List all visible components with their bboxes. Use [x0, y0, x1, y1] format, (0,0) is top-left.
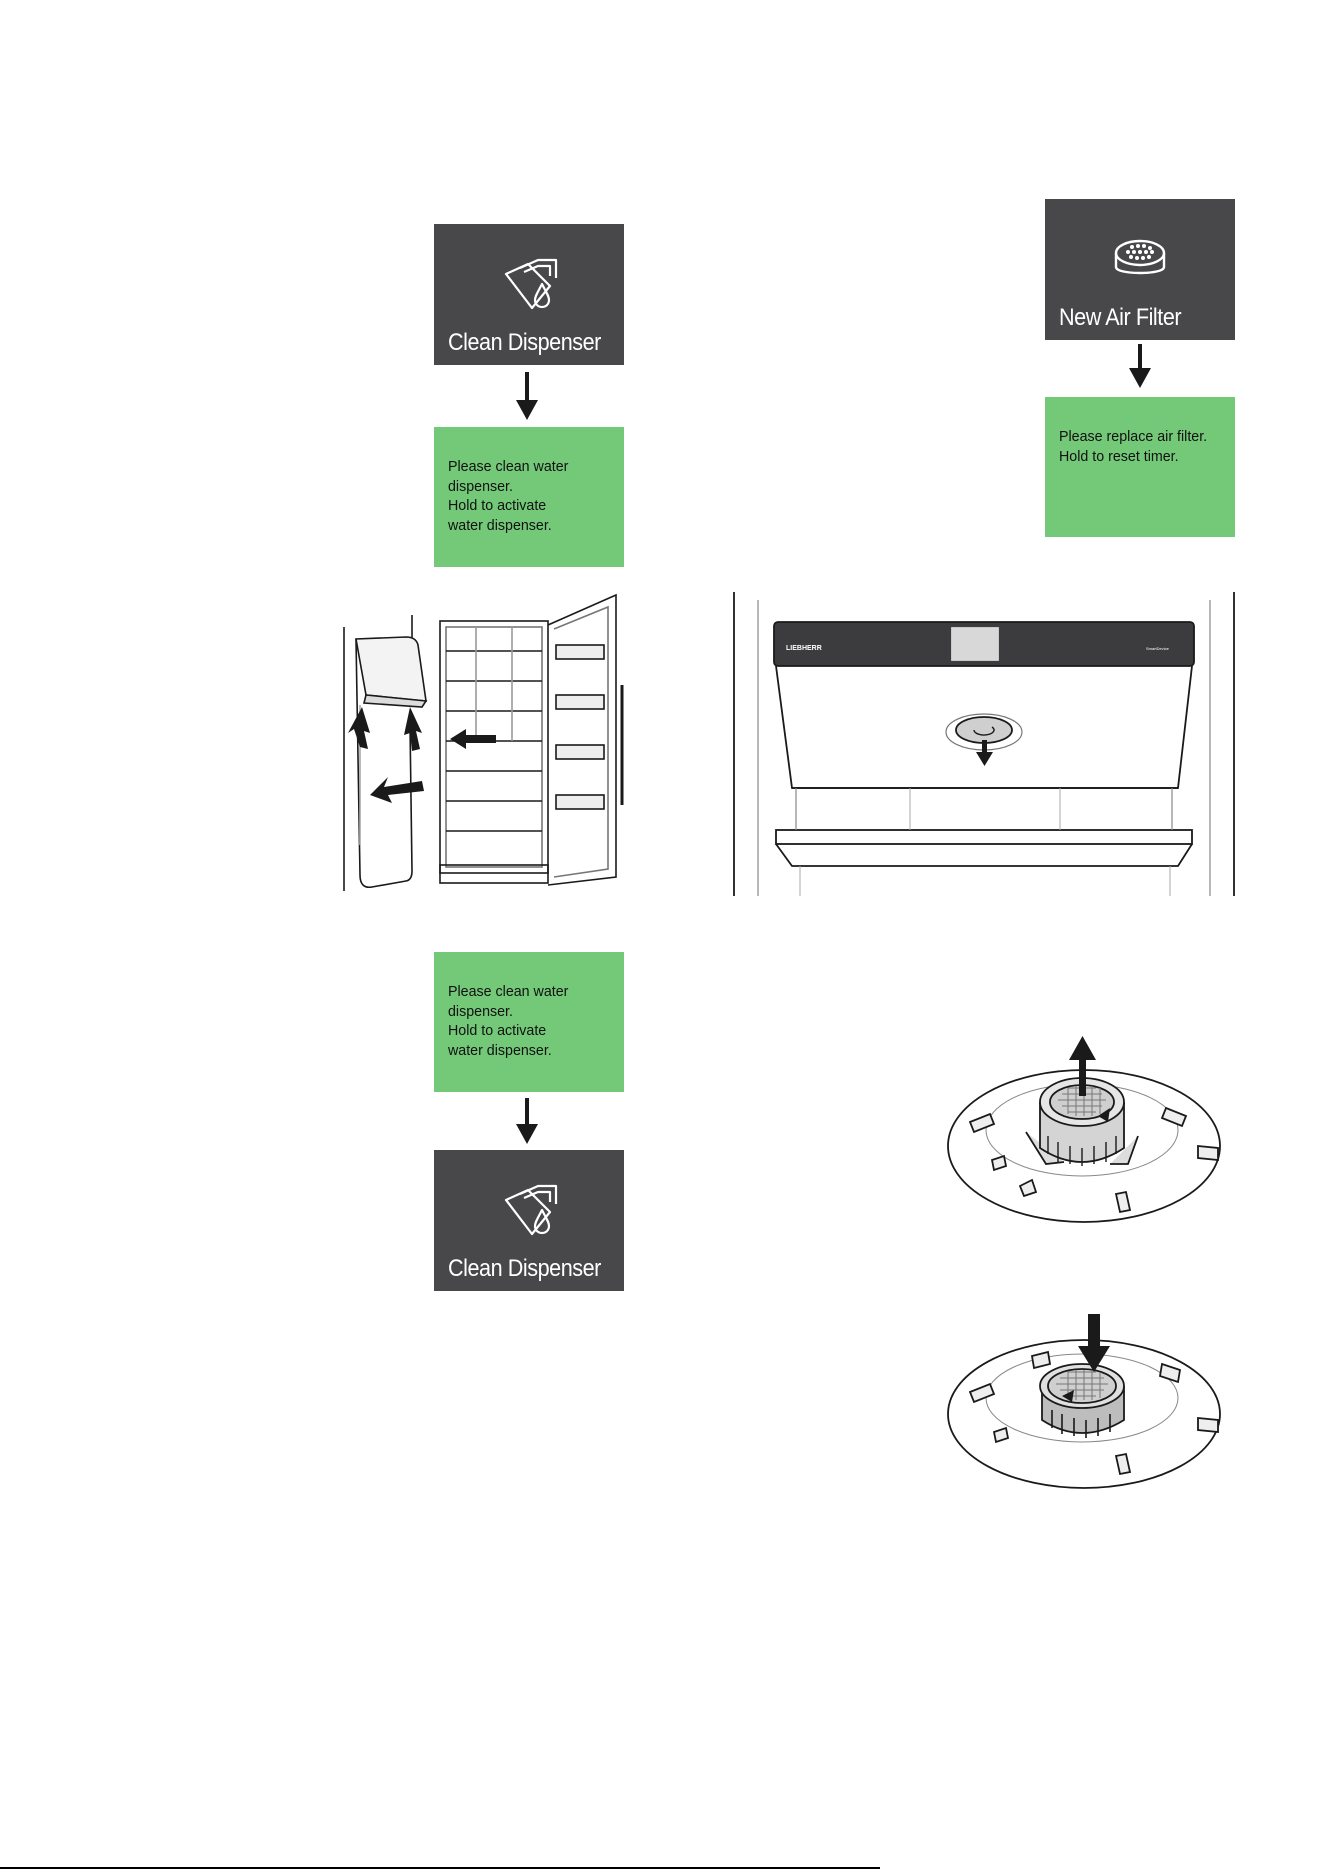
tile-label: New Air Filter	[1059, 304, 1181, 332]
tile-label: Clean Dispenser	[448, 329, 601, 357]
clean-dispenser-tile-top[interactable]: Clean Dispenser	[434, 224, 624, 365]
clean-dispenser-message-top[interactable]: Please clean water dispenser. Hold to ac…	[434, 427, 624, 567]
message-line: dispenser.	[448, 1002, 602, 1022]
footer-rule	[0, 1867, 880, 1869]
message-line: water dispenser.	[448, 1041, 602, 1061]
arrow-down-icon	[514, 1098, 540, 1148]
clean-dispenser-message-bottom[interactable]: Please clean water dispenser. Hold to ac…	[434, 952, 624, 1092]
tile-label: Clean Dispenser	[448, 1255, 601, 1283]
air-filter-message[interactable]: Please replace air filter. Hold to reset…	[1045, 397, 1235, 537]
arrow-down-icon	[514, 372, 540, 422]
message-line: Hold to reset timer.	[1059, 447, 1213, 467]
panel-label: SmartDevice	[1146, 646, 1170, 651]
air-filter-icon	[1108, 237, 1172, 285]
message-line: Hold to activate	[448, 1021, 602, 1041]
message-line: water dispenser.	[448, 516, 602, 536]
water-dispenser-icon	[498, 254, 562, 318]
fridge-door-illustration	[336, 585, 636, 905]
water-dispenser-icon	[498, 1180, 562, 1244]
message-line: Hold to activate	[448, 496, 602, 516]
message-line: Please replace air filter.	[1059, 427, 1213, 447]
air-filter-insertion-illustration	[940, 1310, 1230, 1492]
message-line: Please clean water	[448, 982, 602, 1002]
air-filter-location-illustration: LIEBHERR SmartDevice	[730, 590, 1238, 900]
brand-label: LIEBHERR	[786, 645, 822, 652]
new-air-filter-tile[interactable]: New Air Filter	[1045, 199, 1235, 340]
arrow-down-icon	[1127, 344, 1153, 390]
message-line: Please clean water	[448, 457, 602, 477]
air-filter-removal-illustration	[940, 1036, 1230, 1242]
clean-dispenser-tile-bottom[interactable]: Clean Dispenser	[434, 1150, 624, 1291]
message-line: dispenser.	[448, 477, 602, 497]
